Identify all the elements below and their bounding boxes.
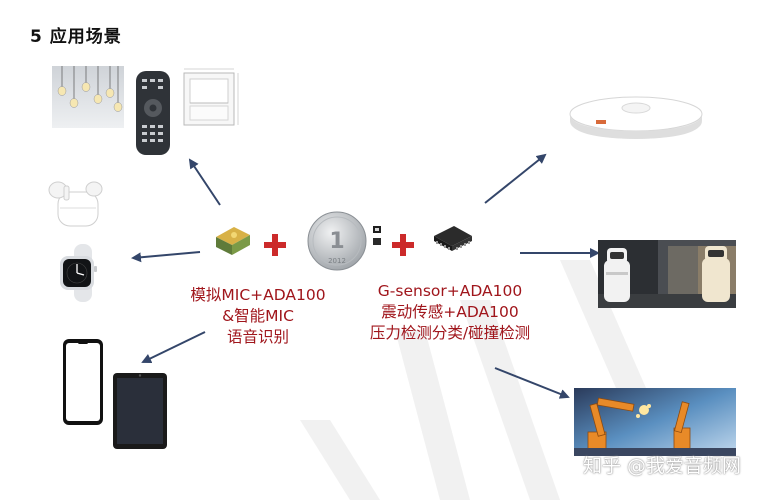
- service-robots-image: [598, 240, 736, 308]
- mic-module-icon: [216, 227, 250, 255]
- right-caption-line-3: 压力检测分类/碰撞检测: [369, 324, 531, 342]
- left-caption-line-1: 模拟MIC+ADA100: [190, 286, 326, 304]
- watermark-text: 知乎 @我爱音频网: [582, 455, 741, 477]
- right-caption-line-2: 震动传感+ADA100: [381, 303, 519, 321]
- smart-watch-image: [60, 244, 97, 302]
- right-caption: G-sensor+ADA100 震动传感+ADA100 压力检测分类/碰撞检测: [350, 281, 550, 344]
- robot-right: [702, 246, 730, 302]
- tablet-image: [113, 373, 167, 449]
- remote-control-image: [136, 71, 170, 155]
- arrow-to-phone: [141, 331, 206, 364]
- page-title: 5 应用场景: [30, 27, 122, 47]
- left-caption: 模拟MIC+ADA100 &智能MIC 语音识别: [178, 285, 338, 348]
- industrial-robot-image: [574, 388, 736, 456]
- coin-image: 1 2012: [307, 211, 367, 271]
- svg-text:1: 1: [329, 229, 344, 254]
- arrow-to-wearables: [131, 251, 201, 263]
- pendant-lights-image: [52, 66, 124, 128]
- arrow-to-industrial: [494, 367, 570, 399]
- arrow-to-lights: [188, 158, 221, 206]
- arrow-to-robot-vacuum: [484, 153, 547, 204]
- wall-switch-panel-image: [183, 68, 239, 126]
- left-caption-line-2: &智能MIC: [222, 307, 294, 325]
- sensor-chip-small-icon: [373, 226, 381, 245]
- robot-vacuum-image: [569, 96, 703, 139]
- coin-year: 2012: [328, 257, 346, 265]
- robot-left: [604, 248, 630, 302]
- left-caption-line-3: 语音识别: [226, 328, 289, 346]
- plus-icon-left: [264, 234, 286, 256]
- right-caption-line-1: G-sensor+ADA100: [377, 282, 523, 300]
- earbuds-image: [48, 181, 103, 227]
- ic-chip-icon: [434, 226, 472, 251]
- smartphone-image: [63, 339, 103, 425]
- plus-icon-right: [392, 234, 414, 256]
